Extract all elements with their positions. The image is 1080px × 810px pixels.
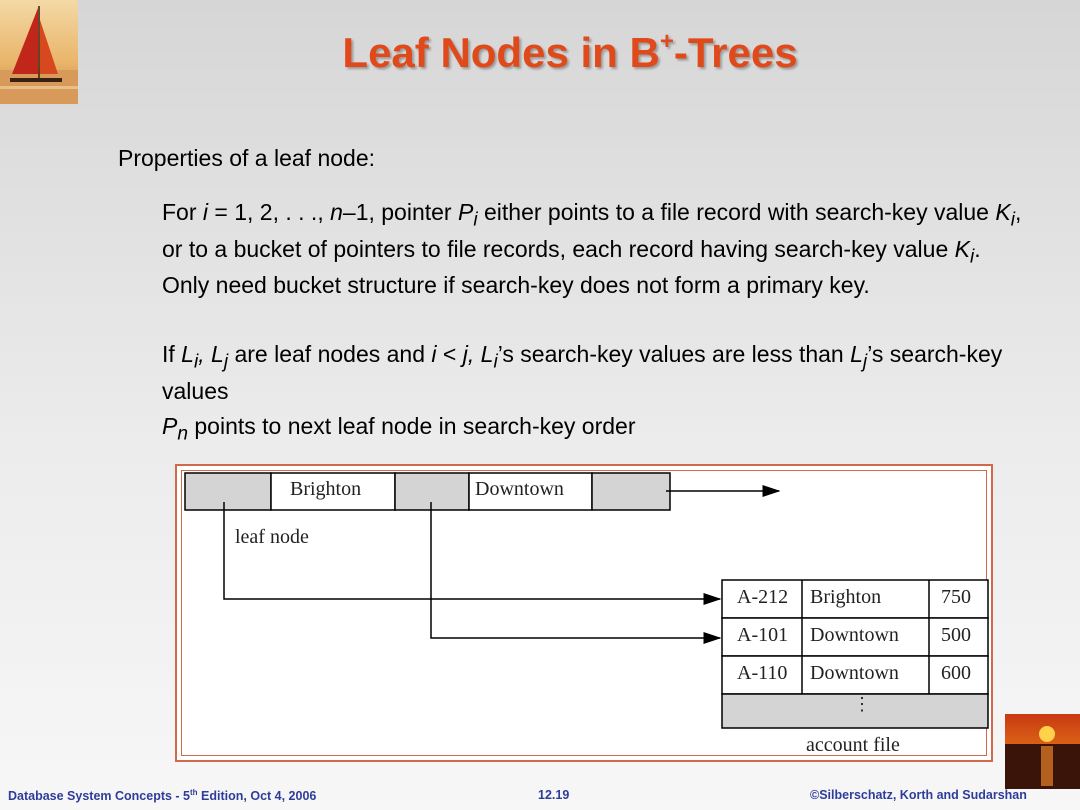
table-continuation: ⋮ — [853, 694, 871, 714]
bullet-pointer-property: For i = 1, 2, . . ., n–1, pointer Pi eit… — [162, 199, 1022, 299]
record-branch: Downtown — [810, 662, 899, 684]
record-account: A-110 — [737, 662, 788, 684]
leaf-key-2: Downtown — [475, 478, 564, 500]
leaf-key-1: Brighton — [290, 478, 362, 500]
record-branch: Brighton — [810, 586, 882, 608]
sailboat-logo — [0, 0, 78, 104]
record-branch: Downtown — [810, 624, 899, 646]
footer-slide-number: 12.19 — [538, 788, 570, 802]
sunset-logo — [1005, 714, 1080, 789]
record-account: A-212 — [737, 586, 789, 608]
diagram-lines — [184, 472, 989, 729]
record-balance: 500 — [941, 624, 971, 646]
leaf-node-label: leaf node — [235, 526, 309, 548]
record-balance: 750 — [941, 586, 971, 608]
slide-title: Leaf Nodes in B+-Trees — [342, 28, 798, 76]
bullet-ordering-property: If Li, Lj are leaf nodes and i < j, Li’s… — [162, 341, 1003, 404]
account-file-label: account file — [806, 734, 900, 756]
leaf-node-diagram: Brighton Downtown leaf node A-212 Bright… — [175, 464, 993, 762]
footer-source: Database System Concepts - 5th Edition, … — [8, 788, 317, 804]
record-balance: 600 — [941, 662, 971, 684]
footer-copyright: ©Silberschatz, Korth and Sudarshan — [810, 788, 1027, 802]
bullet-next-pointer-property: Pn points to next leaf node in search-ke… — [162, 413, 636, 445]
record-account: A-101 — [737, 624, 789, 646]
intro-text: Properties of a leaf node: — [118, 145, 375, 171]
